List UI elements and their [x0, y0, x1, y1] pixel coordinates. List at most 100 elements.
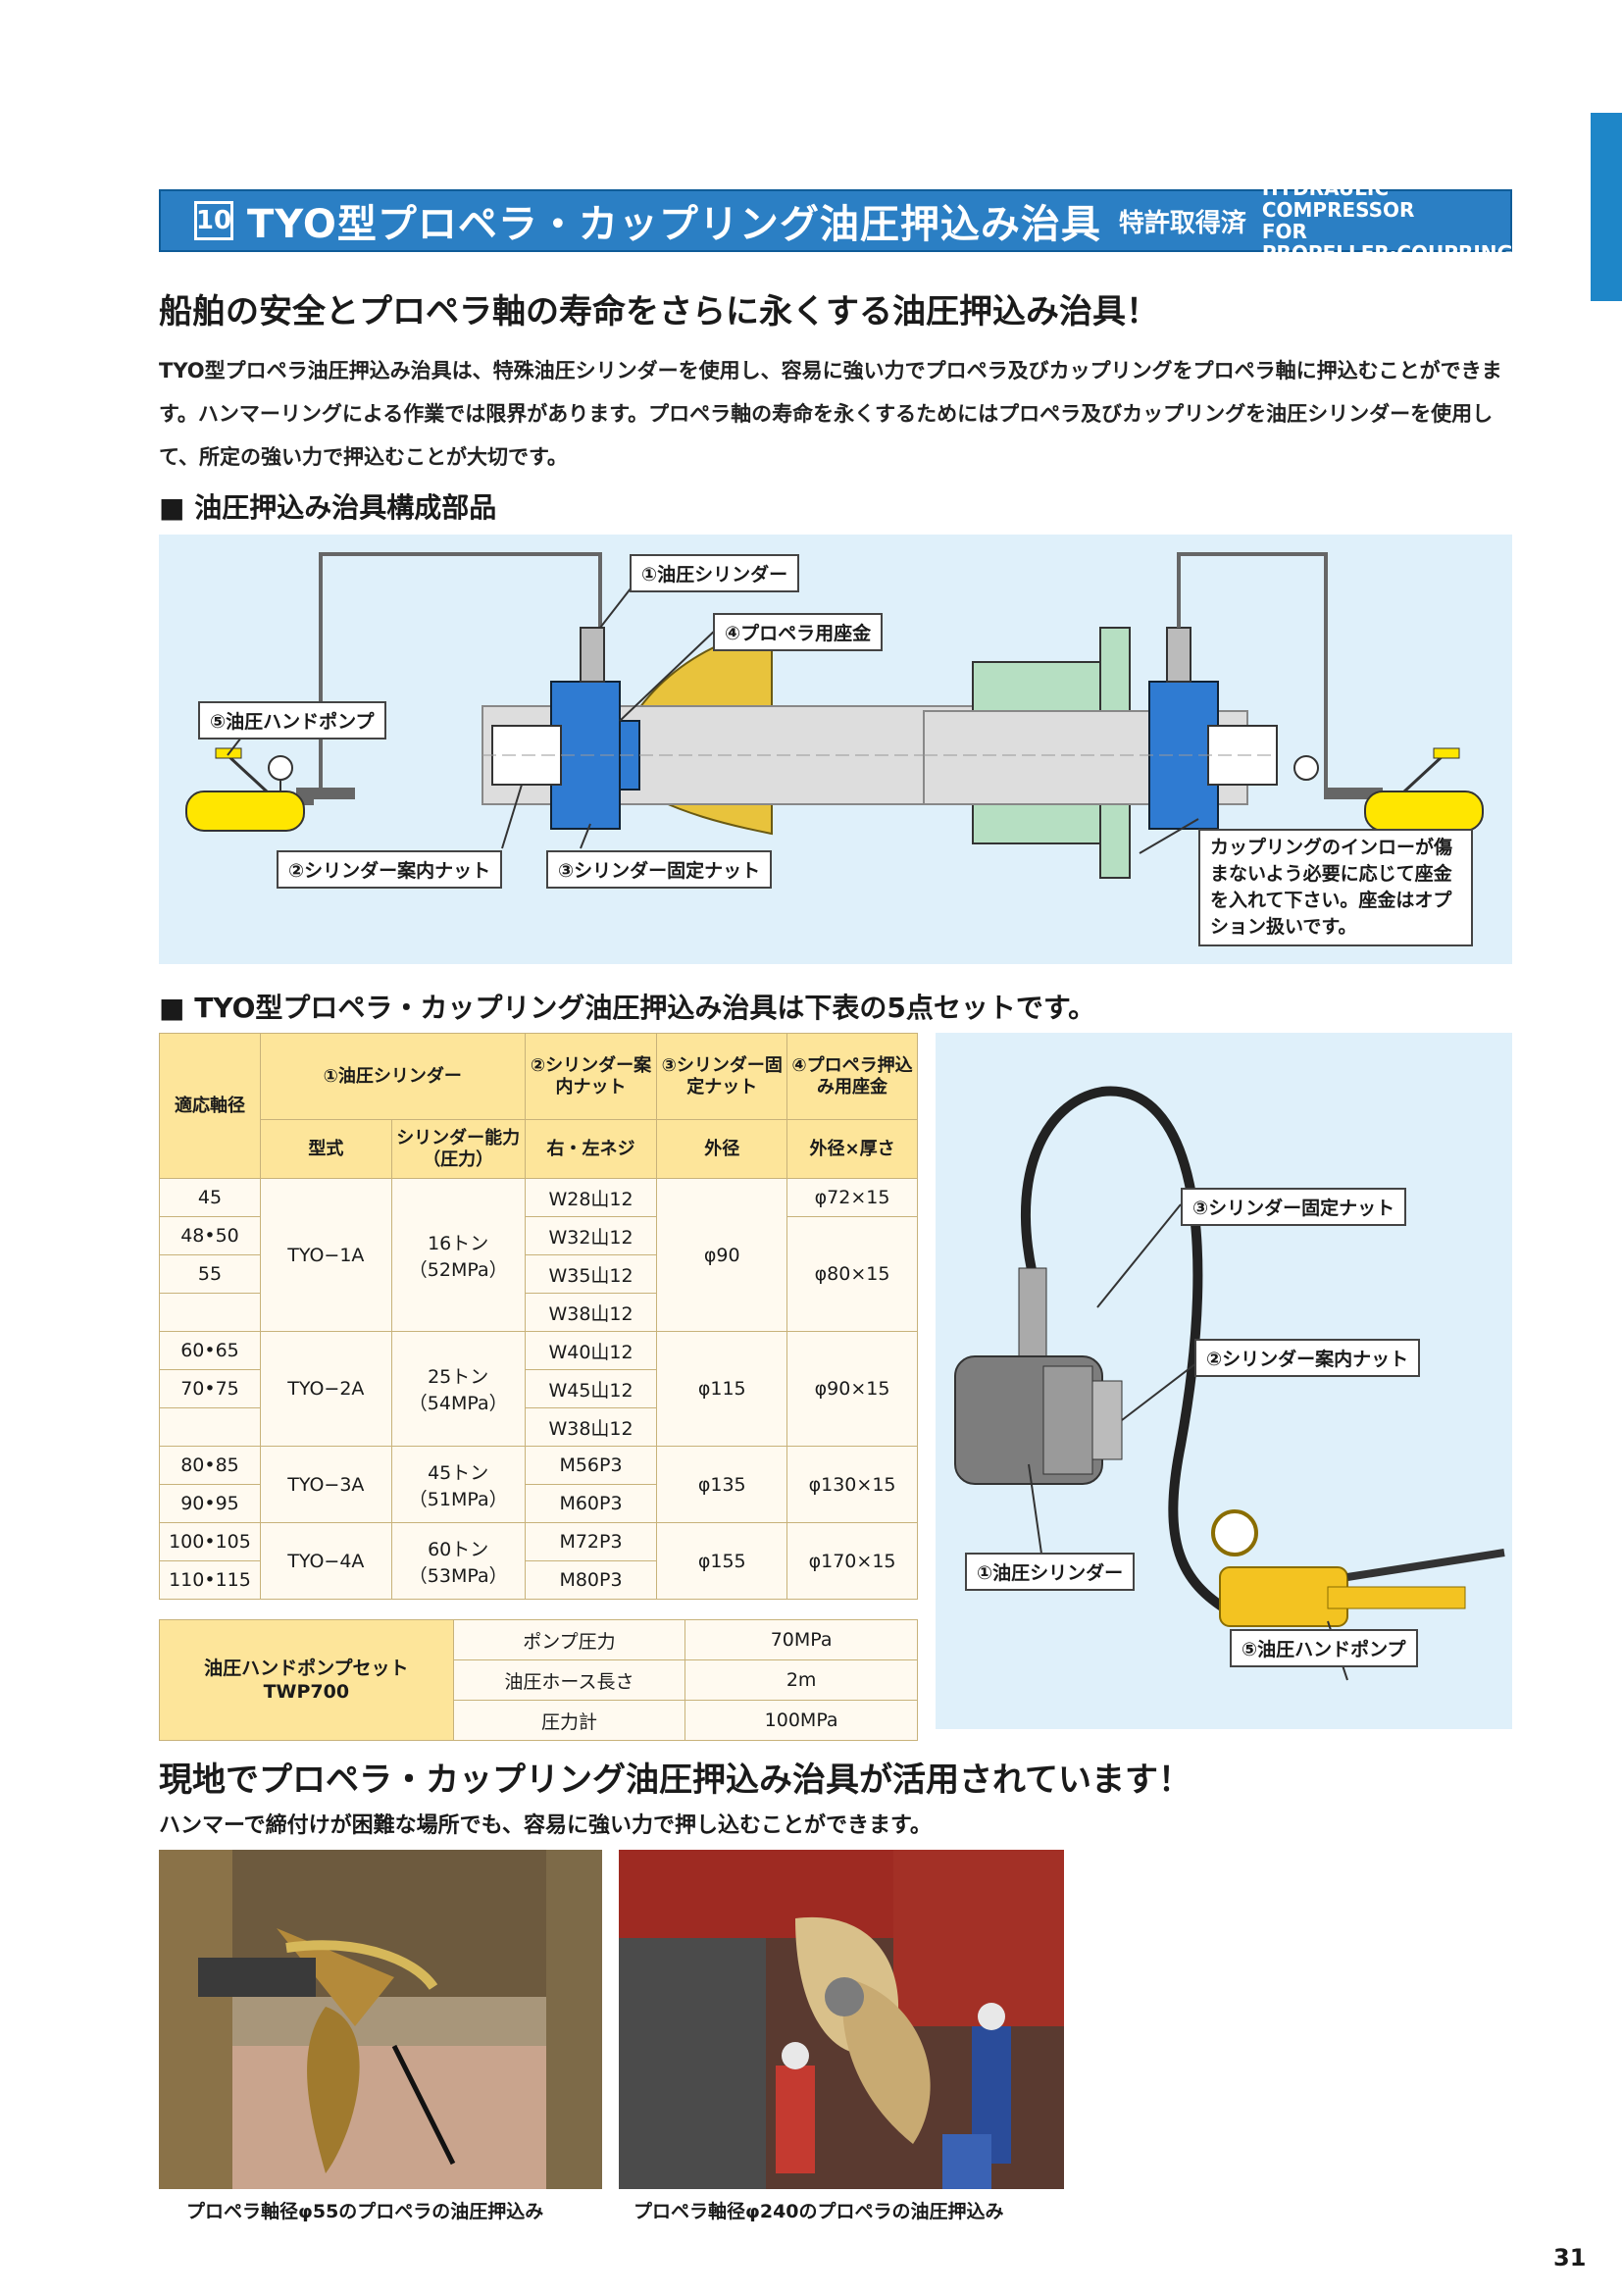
pump-spec-label: 油圧ホース長さ: [452, 1659, 686, 1701]
label-guide-nut: ②シリンダー案内ナット: [277, 850, 503, 889]
cell-shaft: [159, 1293, 261, 1332]
diagram-drawing: [185, 552, 1484, 879]
side-tab: [1591, 113, 1622, 301]
table-row: 45 TYO−1A 16トン（52MPa） W28山12 φ90 φ72×15: [159, 1178, 918, 1332]
cell-thread: M72P3: [524, 1522, 658, 1561]
right-assembly: [923, 552, 1484, 879]
cell-washer: φ90×15: [786, 1331, 918, 1447]
set-heading: ■ TYO型プロペラ・カップリング油圧押込み治具は下表の5点セットです。: [159, 992, 1096, 1024]
table-row: 48•50 W32山12 φ80×15: [159, 1216, 918, 1332]
onsite-photo-2: [619, 1850, 1064, 2189]
cell-capacity: 60トン （53MPa）: [390, 1522, 526, 1600]
pump-table: 油圧ハンドポンプセット TWP700 ポンプ圧力 70MPa 油圧ホース長さ 2…: [159, 1619, 918, 1741]
th-thread: 右・左ネジ: [524, 1119, 658, 1179]
cell-shaft: 60•65: [159, 1331, 261, 1370]
cell-washer: φ130×15: [786, 1446, 918, 1523]
table-row: 油圧ホース長さ 2m: [160, 1659, 918, 1701]
pump-spec-value: 100MPa: [684, 1700, 918, 1741]
cell-od: φ155: [656, 1522, 788, 1600]
cell-washer: φ72×15: [786, 1178, 918, 1217]
capacity-pressure: （53MPa）: [408, 1564, 508, 1587]
photo-caption-1: プロペラ軸径φ55のプロペラの油圧押込み: [186, 2201, 544, 2222]
cell-model: TYO−3A: [259, 1446, 392, 1523]
cell-od: φ90: [656, 1178, 788, 1332]
th-guide-nut: ②シリンダー案内ナット: [524, 1033, 658, 1120]
table-row: 55 W35山12: [159, 1254, 918, 1294]
headline: 船舶の安全とプロペラ軸の寿命をさらに永くする油圧押込み治具！: [159, 292, 1159, 332]
cell-thread: M60P3: [524, 1484, 658, 1523]
table-row: 圧力計 100MPa: [160, 1700, 918, 1741]
section-number: 10: [194, 201, 233, 240]
english-title: HYDRAULIC COMPRESSOR FOR PROPELLER·COUPR…: [1262, 178, 1513, 264]
headline-onsite: 現地でプロペラ・カップリング油圧押込み治具が活用されています！: [159, 1760, 1191, 1800]
cell-shaft: 80•85: [159, 1446, 261, 1485]
photo-label-cylinder: ①油圧シリンダー: [965, 1553, 1136, 1591]
cell-model: TYO−2A: [259, 1331, 392, 1447]
photo-label-fix-nut: ③シリンダー固定ナット: [1181, 1188, 1407, 1226]
pump-spec-label: 圧力計: [452, 1700, 686, 1741]
cell-capacity: 16トン（52MPa）: [390, 1178, 526, 1332]
cell-thread: W38山12: [524, 1293, 658, 1332]
capacity-ton: 25トン: [428, 1366, 489, 1388]
components-diagram: ①油圧シリンダー ④プロペラ用座金 ⑤油圧ハンドポンプ ②シリンダー案内ナット …: [159, 535, 1512, 964]
patent-label: 特許取得済: [1118, 208, 1246, 238]
pump-name-line1: 油圧ハンドポンプセット: [204, 1658, 409, 1679]
product-photo: ③シリンダー固定ナット ②シリンダー案内ナット ①油圧シリンダー ⑤油圧ハンドポ…: [936, 1033, 1512, 1729]
label-pump: ⑤油圧ハンドポンプ: [198, 701, 386, 740]
english-title-line2: FOR PROPELLER·COUPRING: [1261, 220, 1513, 265]
table-row: W38山12: [159, 1293, 918, 1332]
cell-washer: φ170×15: [786, 1522, 918, 1600]
cell-shaft: 55: [159, 1254, 261, 1294]
table-row: 90•95 M60P3: [159, 1484, 918, 1523]
th-shaft: 適応軸径: [159, 1033, 261, 1179]
cell-shaft: 110•115: [159, 1560, 261, 1600]
title-bar: 10 TYO型プロペラ・カップリング油圧押込み治具 特許取得済 HYDRAULI…: [159, 178, 1513, 264]
th-model: 型式: [259, 1119, 392, 1179]
section-title: TYO型プロペラ・カップリング油圧押込み治具: [247, 202, 1101, 247]
table-row: 100•105 TYO−4A 60トン （53MPa） M72P3 φ155 φ1…: [159, 1522, 918, 1600]
label-cylinder: ①油圧シリンダー: [630, 554, 800, 592]
th-washer: ④プロペラ押込み用座金: [786, 1033, 918, 1120]
left-assembly: [185, 552, 1018, 836]
cell-model: TYO−1A: [259, 1178, 392, 1332]
table-row: 80•85 TYO−3A 45トン（51MPa） M56P3 φ135 φ130…: [159, 1446, 918, 1523]
label-note: カップリングのインローが傷まないよう必要に応じて座金を入れて下さい。座金はオプシ…: [1198, 829, 1473, 946]
cell-thread: W40山12: [524, 1331, 658, 1370]
cell-shaft: [159, 1407, 261, 1447]
th-od-thick: 外径×厚さ: [786, 1119, 918, 1179]
onsite-photo-1: [159, 1850, 602, 2189]
pump-name-line2: TWP700: [263, 1681, 350, 1703]
th-fix-nut: ③シリンダー固定ナット: [656, 1033, 788, 1120]
photo-label-pump: ⑤油圧ハンドポンプ: [1230, 1629, 1418, 1667]
table-row: 110•115 M80P3: [159, 1560, 918, 1600]
cell-shaft: 90•95: [159, 1484, 261, 1523]
cell-shaft: 45: [159, 1178, 261, 1217]
product-illustration: [954, 1086, 1505, 1681]
cell-model: TYO−4A: [259, 1522, 392, 1600]
page-number: 31: [1553, 2244, 1587, 2271]
table-row: 油圧ハンドポンプセット TWP700 ポンプ圧力 70MPa: [159, 1619, 918, 1741]
subline-onsite: ハンマーで締付けが困難な場所でも、容易に強い力で押し込むことができます。: [159, 1813, 932, 1838]
cell-thread: M80P3: [524, 1560, 658, 1600]
components-heading: ■ 油圧押込み治具構成部品: [159, 491, 497, 524]
th-cylinder: ①油圧シリンダー: [259, 1033, 526, 1120]
photo-caption-2: プロペラ軸径φ240のプロペラの油圧押込み: [634, 2201, 1004, 2222]
capacity-ton: 60トン: [428, 1538, 489, 1560]
cell-capacity: 45トン（51MPa）: [390, 1446, 526, 1523]
cell-shaft: 70•75: [159, 1369, 261, 1408]
spec-table: 適応軸径 ①油圧シリンダー ②シリンダー案内ナット ③シリンダー固定ナット ④プ…: [159, 1033, 918, 1600]
capacity-pressure: （51MPa）: [408, 1488, 508, 1510]
cell-capacity: 25トン （54MPa）: [390, 1331, 526, 1447]
table-row: 70•75 W45山12: [159, 1369, 918, 1408]
pump-spec-label: ポンプ圧力: [452, 1619, 686, 1660]
capacity-pressure: （54MPa）: [408, 1393, 508, 1414]
table-row: 60•65 TYO−2A 25トン （54MPa） W40山12 φ115 φ90…: [159, 1331, 918, 1447]
photo-label-guide-nut: ②シリンダー案内ナット: [1194, 1339, 1421, 1377]
label-fix-nut: ③シリンダー固定ナット: [546, 850, 773, 889]
intro-text: TYO型プロペラ油圧押込み治具は、特殊油圧シリンダーを使用し、容易に強い力でプロ…: [159, 359, 1502, 469]
cell-thread: W45山12: [524, 1369, 658, 1408]
cell-od: φ115: [656, 1331, 788, 1447]
th-capacity: シリンダー能力（圧力）: [390, 1119, 526, 1179]
cell-washer: φ80×15: [786, 1216, 918, 1332]
cell-shaft: 100•105: [159, 1522, 261, 1561]
